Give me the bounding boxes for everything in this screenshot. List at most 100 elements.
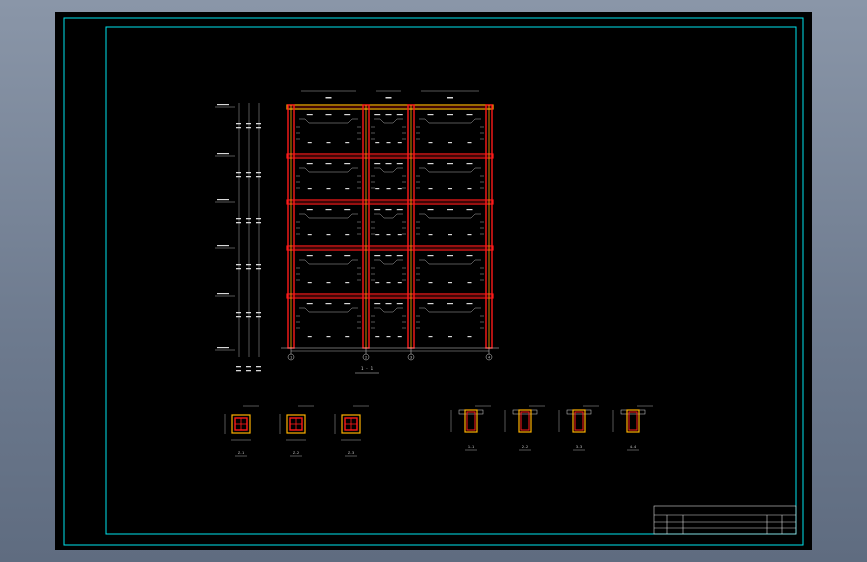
- level-dimension-strip: [215, 103, 261, 372]
- annotation-tick: [448, 188, 452, 190]
- annotation-tick: [396, 209, 403, 211]
- section-outline: [341, 414, 361, 434]
- annotation-tick: [306, 163, 313, 165]
- annotation-tick: [375, 282, 380, 284]
- annotation-tick: [427, 114, 434, 116]
- annotation-tick: [448, 336, 452, 338]
- annotation-tick: [466, 255, 473, 257]
- level-note: [246, 366, 251, 368]
- annotation-tick: [467, 142, 472, 144]
- annotation-tick: [326, 336, 331, 338]
- annotation-tick: [325, 255, 332, 257]
- level-note: [236, 268, 241, 270]
- beam-section-group: 1-1 2-2 3-3 4-4: [450, 405, 653, 451]
- annotation-tick: [306, 303, 313, 305]
- level-note: [236, 172, 241, 174]
- beam-section-3: 3-3: [558, 405, 599, 451]
- level-tick-1: [217, 104, 229, 106]
- section-web: [464, 409, 478, 433]
- annotation-tick: [386, 188, 391, 190]
- annotation-tick: [326, 282, 331, 284]
- elevation-title: 1 - 1: [361, 366, 374, 371]
- level-note: [256, 222, 261, 224]
- annotation-tick: [374, 209, 381, 211]
- annotation-tick: [396, 255, 403, 257]
- annotation-tick: [345, 188, 350, 190]
- annotation-tick: [345, 142, 350, 144]
- level-note: [256, 176, 261, 178]
- section-web: [572, 409, 586, 433]
- level-note: [256, 172, 261, 174]
- annotation-tick: [307, 336, 312, 338]
- axis-label-3: 3: [410, 356, 412, 360]
- section-stirrup: [574, 411, 584, 431]
- annotation-tick: [375, 188, 380, 190]
- level-note: [236, 370, 241, 372]
- section-label: 1-1: [468, 445, 474, 449]
- axis-bubble-4: [485, 353, 493, 361]
- annotation-tick: [326, 142, 331, 144]
- level-note: [246, 312, 251, 314]
- level-note: [246, 127, 251, 129]
- annotation-tick: [325, 209, 332, 211]
- annotation-tick: [374, 255, 381, 257]
- top-dimension-tick: [325, 97, 332, 99]
- section-web: [518, 409, 532, 433]
- annotation-tick: [385, 303, 392, 305]
- annotation-tick: [466, 303, 473, 305]
- level-note: [256, 123, 261, 125]
- rebar-mark: [299, 307, 358, 313]
- beam-section-4: 4-4: [612, 405, 653, 451]
- section-outline: [231, 414, 251, 434]
- annotation-tick: [447, 255, 453, 257]
- level-note: [236, 127, 241, 129]
- level-note: [236, 176, 241, 178]
- annotation-tick: [467, 234, 472, 236]
- level-note: [246, 370, 251, 372]
- annotation-tick: [344, 163, 351, 165]
- level-note: [236, 366, 241, 368]
- annotation-tick: [397, 142, 402, 144]
- level-note: [256, 366, 261, 368]
- rebar-mark: [374, 307, 403, 313]
- annotation-tick: [385, 114, 392, 116]
- beam-section-2: 2-2: [504, 405, 545, 451]
- rebar-mark: [374, 118, 403, 124]
- level-tick-2: [217, 153, 229, 155]
- axis-label-2: 2: [365, 356, 367, 360]
- annotation-tick: [427, 209, 434, 211]
- annotation-tick: [448, 142, 452, 144]
- level-note: [256, 264, 261, 266]
- axis-bubble-1: [287, 353, 295, 361]
- outer-frame: [63, 17, 804, 546]
- annotation-tick: [386, 282, 391, 284]
- annotation-tick: [307, 142, 312, 144]
- annotation-tick: [344, 114, 351, 116]
- annotation-tick: [307, 234, 312, 236]
- annotation-tick: [385, 163, 392, 165]
- annotation-tick: [427, 255, 434, 257]
- rebar-mark: [299, 213, 358, 219]
- annotation-tick: [307, 188, 312, 190]
- annotation-tick: [447, 209, 453, 211]
- annotation-tick: [447, 163, 453, 165]
- annotation-tick: [397, 188, 402, 190]
- annotation-tick: [375, 336, 380, 338]
- annotation-tick: [447, 114, 453, 116]
- level-tick-3: [217, 199, 229, 201]
- rebar-mark: [299, 118, 358, 124]
- level-note: [256, 316, 261, 318]
- annotation-tick: [467, 336, 472, 338]
- annotation-tick: [344, 303, 351, 305]
- level-tick-6: [217, 347, 229, 349]
- annotation-tick: [374, 303, 381, 305]
- annotation-tick: [325, 303, 332, 305]
- rebar-mark: [374, 213, 403, 219]
- annotation-tick: [345, 336, 350, 338]
- annotation-tick: [427, 163, 434, 165]
- section-label: 4-4: [630, 445, 636, 449]
- annotation-tick: [448, 234, 452, 236]
